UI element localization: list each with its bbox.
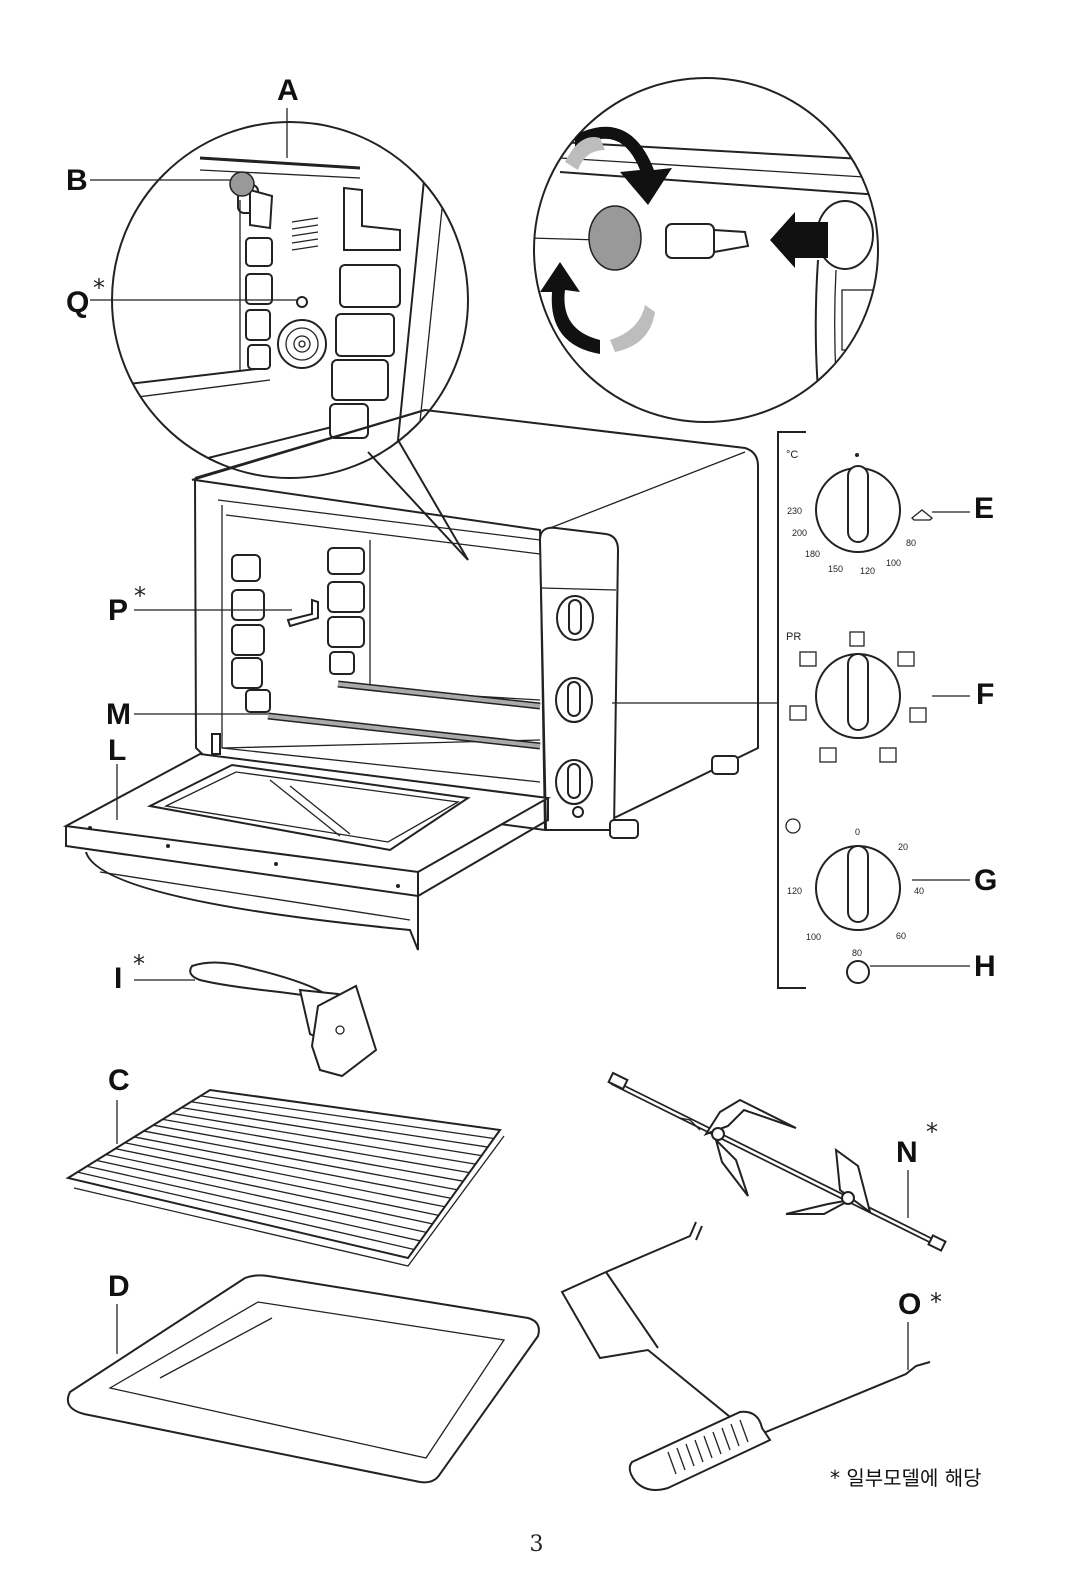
indicator-light	[847, 961, 869, 983]
tray-handle	[190, 962, 376, 1076]
timer-mark-100: 100	[806, 932, 821, 942]
temperature-unit: °C	[786, 449, 798, 461]
timer-knob[interactable]: 0 20 40 60 80 100 120	[786, 819, 924, 958]
label-e: E	[974, 492, 994, 525]
temp-mark-230: 230	[787, 506, 802, 516]
temp-mark-80: 80	[906, 538, 916, 548]
asterisk-q: *	[93, 274, 105, 302]
asterisk-i: *	[133, 950, 145, 978]
timer-mark-80: 80	[852, 948, 862, 958]
label-n: N	[896, 1136, 918, 1169]
label-f: F	[976, 678, 994, 711]
temp-mark-100: 100	[886, 558, 901, 568]
top-heat-icon	[898, 652, 914, 666]
oven-body	[66, 410, 758, 950]
asterisk-p: *	[134, 582, 146, 610]
page-number: 3	[0, 1532, 1073, 1557]
grill-fan-icon	[790, 706, 806, 720]
baking-tray	[68, 1275, 539, 1482]
clock-icon	[786, 819, 800, 833]
temp-mark-120: 120	[860, 566, 875, 576]
rotisserie-spit	[609, 1073, 946, 1251]
label-q: Q	[66, 286, 89, 319]
label-i: I	[114, 962, 122, 995]
function-label: PR	[786, 631, 801, 643]
label-h: H	[974, 950, 996, 983]
temp-mark-180: 180	[805, 549, 820, 559]
label-a: A	[277, 74, 299, 107]
label-g: G	[974, 864, 997, 897]
label-l: L	[108, 734, 126, 767]
grill-icon	[820, 748, 836, 762]
wire-rack	[68, 1090, 504, 1266]
temperature-knob[interactable]: °C 230 200 180 150 120 100 80	[786, 449, 932, 576]
asterisk-o: *	[930, 1288, 942, 1316]
timer-mark-20: 20	[898, 842, 908, 852]
label-b: B	[66, 164, 88, 197]
timer-mark-40: 40	[914, 886, 924, 896]
timer-mark-60: 60	[896, 931, 906, 941]
fan-heat-icon	[800, 652, 816, 666]
label-d: D	[108, 1270, 130, 1303]
asterisk-n: *	[926, 1118, 938, 1146]
timer-mark-120: 120	[787, 886, 802, 896]
top-bottom-heat-icon	[880, 748, 896, 762]
bottom-heat-icon	[910, 708, 926, 722]
function-knob[interactable]: PR	[786, 631, 926, 762]
label-p: P	[108, 594, 128, 627]
temp-mark-200: 200	[792, 528, 807, 538]
spit-insertion-zoom	[530, 78, 882, 430]
timer-mark-0: 0	[855, 827, 860, 837]
label-o: O	[898, 1288, 921, 1321]
lamp-icon	[912, 510, 932, 520]
convection-icon	[850, 632, 864, 646]
model-note: * 일부모델에 해당	[830, 1462, 982, 1491]
temp-mark-150: 150	[828, 564, 843, 574]
control-panel-detail: °C 230 200 180 150 120 100 80 PR	[612, 432, 932, 988]
label-c: C	[108, 1064, 130, 1097]
rotisserie-fork	[562, 1222, 930, 1490]
label-m: M	[106, 698, 131, 731]
